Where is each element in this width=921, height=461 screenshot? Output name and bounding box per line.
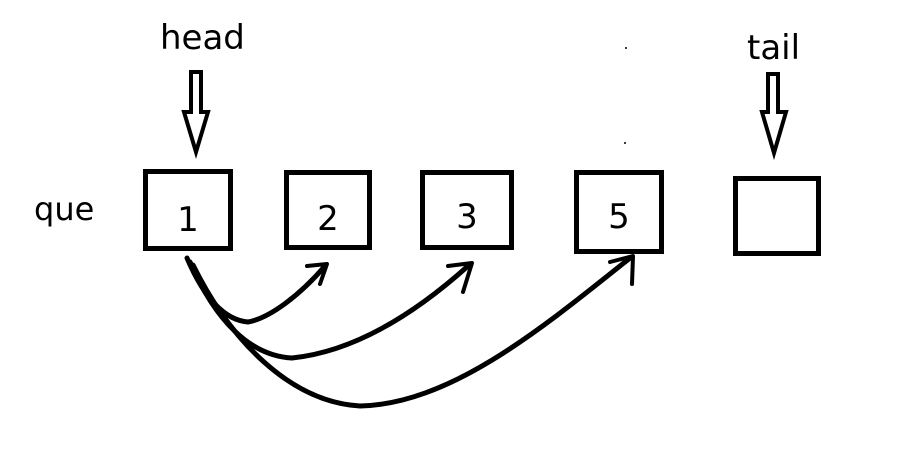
queue-cell-value: 2 bbox=[317, 199, 339, 239]
queue-cell-1: 1 bbox=[143, 169, 233, 251]
head-pointer-arrow-icon bbox=[181, 70, 211, 159]
tail-pointer-arrow-icon bbox=[759, 72, 789, 161]
stray-dot bbox=[625, 47, 627, 49]
arrowhead-to-5-icon bbox=[608, 254, 635, 286]
queue-cell-3: 3 bbox=[420, 170, 514, 250]
curved-arrow-1-to-5 bbox=[190, 255, 633, 409]
stray-dot bbox=[624, 142, 626, 144]
curved-arrow-1-to-3 bbox=[187, 259, 471, 361]
queue-cell-4: 5 bbox=[574, 170, 664, 254]
queue-cell-empty bbox=[733, 176, 821, 256]
arrowhead-to-3-icon bbox=[446, 261, 474, 294]
head-label: head bbox=[160, 18, 245, 58]
que-label: que bbox=[34, 190, 95, 228]
queue-cell-value: 3 bbox=[456, 197, 478, 237]
tail-label: tail bbox=[747, 28, 801, 68]
queue-cell-value: 1 bbox=[177, 200, 199, 240]
queue-cell-value: 5 bbox=[608, 197, 630, 237]
arrowhead-to-2-icon bbox=[305, 262, 329, 286]
queue-cell-2: 2 bbox=[284, 170, 372, 250]
